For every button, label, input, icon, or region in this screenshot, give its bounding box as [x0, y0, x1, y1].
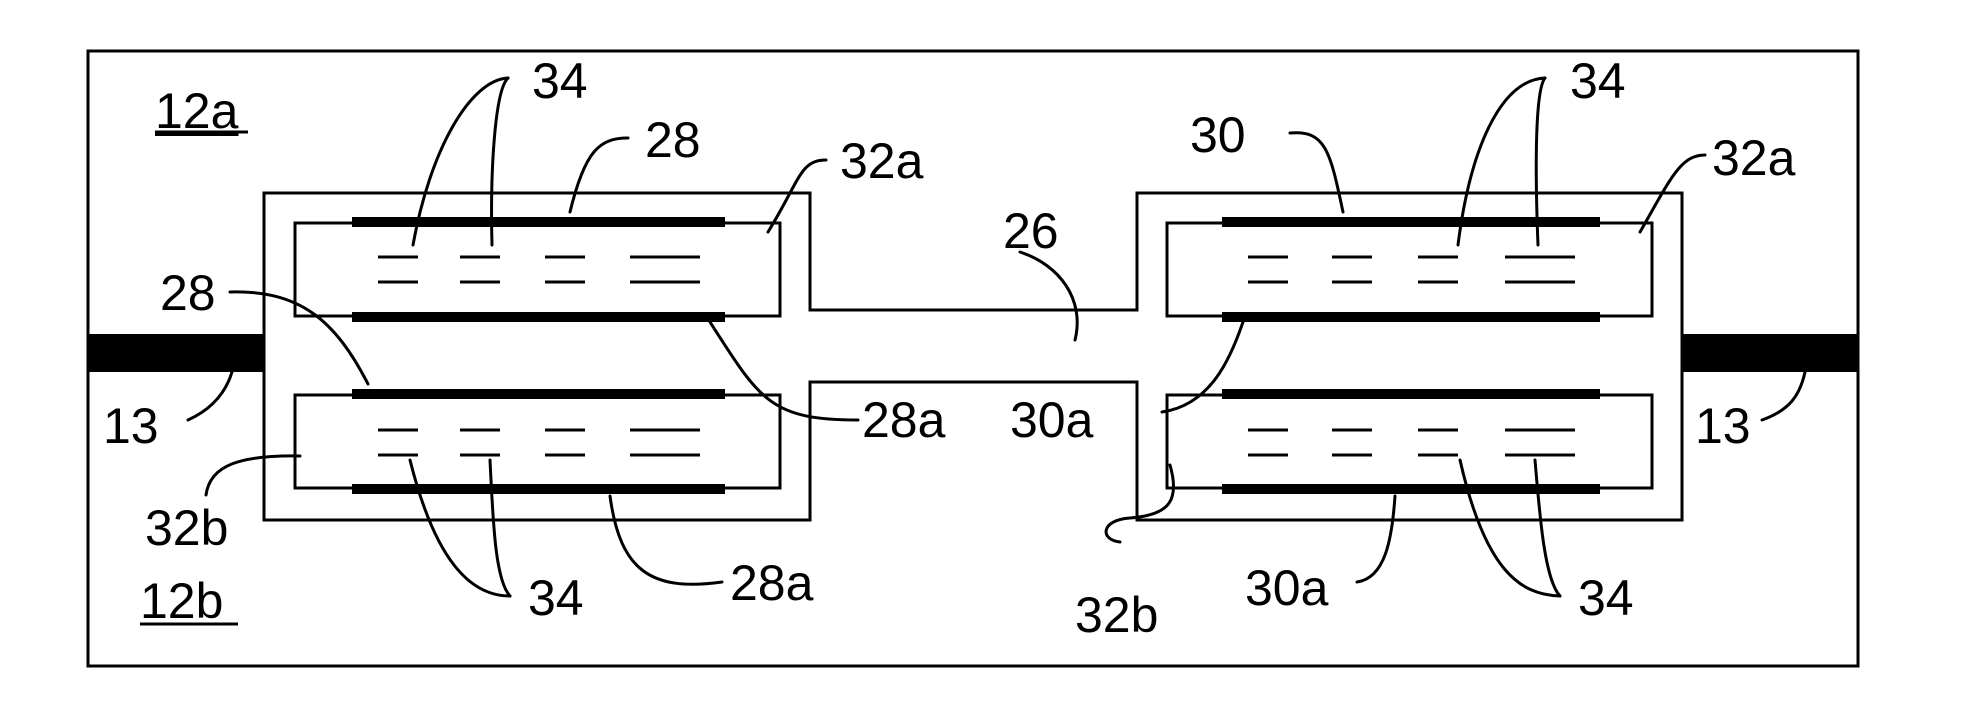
lead-right-bar: [1682, 334, 1858, 372]
label-32b-left: 32b: [145, 500, 228, 556]
dashes-left-bottom: [378, 430, 700, 455]
label-28-side: 28: [160, 265, 216, 321]
label-34-top-left: 34: [532, 53, 588, 109]
label-32b-right: 32b: [1075, 587, 1158, 643]
chamber-left-bottom: [295, 395, 780, 488]
label-32a-right: 32a: [1712, 130, 1796, 186]
dashes-right-bottom: [1248, 430, 1575, 455]
leader-lines: [188, 78, 1805, 596]
housing-outline: [264, 193, 1682, 520]
label-13-right: 13: [1695, 398, 1751, 454]
label-26: 26: [1003, 203, 1059, 259]
label-34-bottom-left: 34: [528, 570, 584, 626]
label-30: 30: [1190, 107, 1246, 163]
dashes-right-top: [1248, 257, 1575, 282]
label-30a-mid: 30a: [1010, 392, 1094, 448]
dashes-left-top: [378, 257, 700, 282]
label-28-top: 28: [645, 112, 701, 168]
label-32a-left: 32a: [840, 133, 924, 189]
chamber-right-bottom: [1167, 395, 1652, 488]
label-34-bottom-right: 34: [1578, 570, 1634, 626]
label-28a-mid: 28a: [862, 392, 946, 448]
label-30a-bottom: 30a: [1245, 560, 1329, 616]
chamber-left-top: [295, 223, 780, 316]
label-34-top-right: 34: [1570, 53, 1626, 109]
label-13-left: 13: [103, 398, 159, 454]
label-28a-bottom: 28a: [730, 555, 814, 611]
lead-left-bar: [88, 334, 264, 372]
label-12b: 12b: [140, 573, 223, 629]
chamber-right-top: [1167, 223, 1652, 316]
